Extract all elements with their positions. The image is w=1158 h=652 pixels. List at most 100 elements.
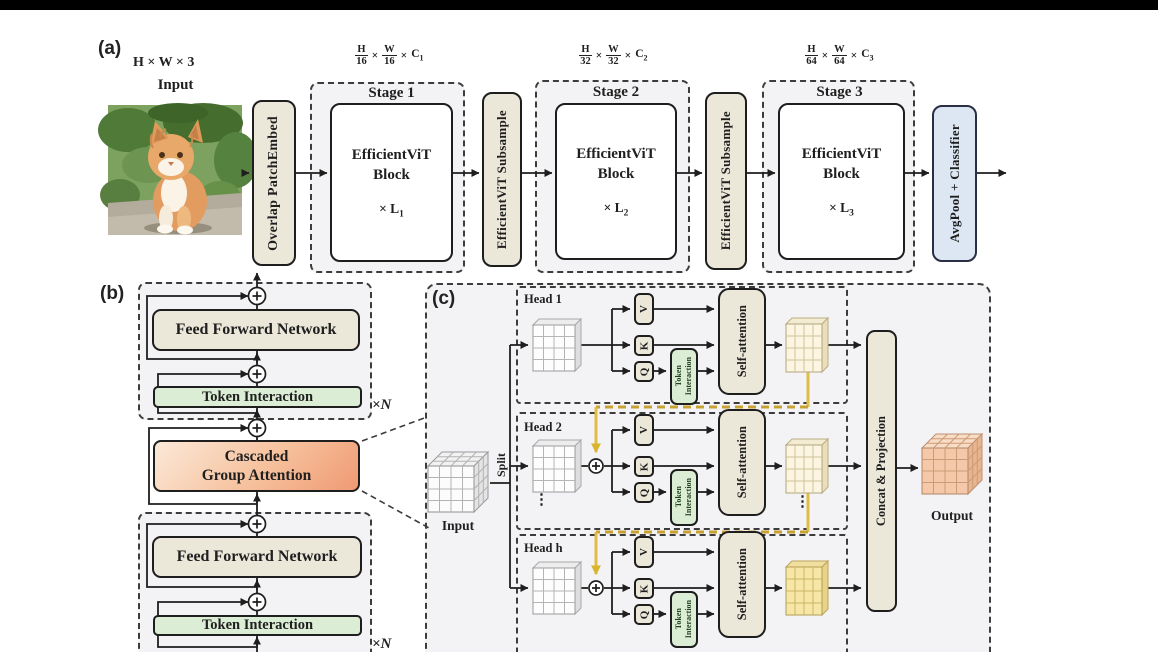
block-label-line2: Block [373,167,410,184]
repeat-n-bottom-label: ×N [372,636,392,652]
letterbox-bar [0,0,1158,10]
head1-k-box: K [634,335,654,356]
heads-ellipsis-right: ⋮ [795,494,810,510]
headh-self-attention-box: Self-attention [718,531,766,638]
ffn-top-box: Feed Forward Network [152,309,360,351]
self-attention-label: Self-attention [734,426,749,499]
expansion-dashed-lines [361,416,430,529]
q-label: Q [638,610,650,619]
channel-label: C3 [861,48,874,63]
input-caption: Input [157,77,194,93]
panel-a-label: (a) [98,38,122,59]
panel-b-label: (b) [100,283,125,304]
block-repeat-label: × L1 [379,201,404,221]
concat-projection-label: Concat & Projection [874,415,888,527]
v-label: V [637,426,650,434]
v-label: V [637,548,650,556]
cga-label-line1: Cascaded [224,447,289,465]
block-repeat-label: × L3 [829,200,854,220]
cascaded-group-attention-box: Cascaded Group Attention [153,440,360,492]
ffn-bottom-box: Feed Forward Network [152,536,362,578]
k-label: K [638,584,650,593]
input-dim-label: H × W × 3 [133,55,195,70]
stage2-block-box: EfficientViT Block × L2 [555,103,677,260]
block-label-line2: Block [597,166,635,183]
block-label-line1: EfficientViT [576,145,656,162]
headh-v-box: V [634,536,654,568]
c-output-caption: Output [930,508,974,523]
repeat-n-top-label: ×N [372,397,392,413]
times-sign: × [624,49,632,62]
v-label: V [637,305,650,313]
stage3-block-box: EfficientViT Block × L3 [778,103,905,260]
k-label: K [638,341,650,350]
times-sign: × [595,49,603,62]
avgpool-classifier-label: AvgPool + Classifier [946,124,962,243]
k-label: K [638,462,650,471]
self-attention-label: Self-attention [734,548,749,621]
stage2-title: Stage 2 [592,84,640,100]
block-label-line1: EfficientViT [801,145,882,162]
patch-embed-box: Overlap PatchEmbed [252,100,296,266]
token-interaction-top-box: Token Interaction [153,386,362,408]
head1-title: Head 1 [524,292,562,306]
token-interaction-bottom-box: Token Interaction [153,615,362,636]
q-label: Q [638,367,650,376]
token-interaction-label: Token Interaction [201,617,314,633]
split-label: Split [493,452,508,477]
stage1-block-box: EfficientViT Block × L1 [330,103,453,262]
subsample2-box: EfficientViT Subsample [705,92,747,270]
panel-c-label: (c) [432,288,456,309]
block-label-line1: EfficientViT [351,146,432,163]
headh-box [516,534,848,652]
head2-title: Head 2 [524,420,562,434]
head2-q-box: Q [634,482,654,503]
split-label-wrap: Split [492,443,510,487]
self-attention-label: Self-attention [734,305,749,378]
times-sign: × [400,49,408,62]
head2-self-attention-box: Self-attention [718,409,766,516]
subsample2-label: EfficientViT Subsample [718,111,733,251]
stage1-title: Stage 1 [368,85,415,101]
head2-v-box: V [634,414,654,446]
heads-ellipsis-left: ⋮ [534,492,549,508]
q-label: Q [638,488,650,497]
subsample1-label: EfficientViT Subsample [494,109,509,250]
cga-label-line2: Group Attention [201,467,312,484]
head1-v-box: V [634,293,654,325]
c-input-caption: Input [441,518,475,533]
block-repeat-label: × L2 [603,200,629,220]
ffn-label: Feed Forward Network [175,321,337,338]
headh-q-box: Q [634,604,654,625]
patch-embed-label: Overlap PatchEmbed [266,115,281,251]
headh-title: Head h [524,541,563,555]
headh-k-box: K [634,578,654,599]
head1-self-attention-box: Self-attention [718,288,766,395]
concat-projection-box: Concat & Projection [866,330,897,612]
ffn-label: Feed Forward Network [176,548,338,565]
channel-label: C1 [411,48,424,63]
times-sign: × [371,49,379,62]
times-sign: × [821,49,829,62]
stage3-title: Stage 3 [816,84,863,100]
head2-box [516,412,848,530]
token-interaction-label: Token Interaction [201,388,314,405]
input-cat-image [98,103,258,235]
times-sign: × [850,49,858,62]
